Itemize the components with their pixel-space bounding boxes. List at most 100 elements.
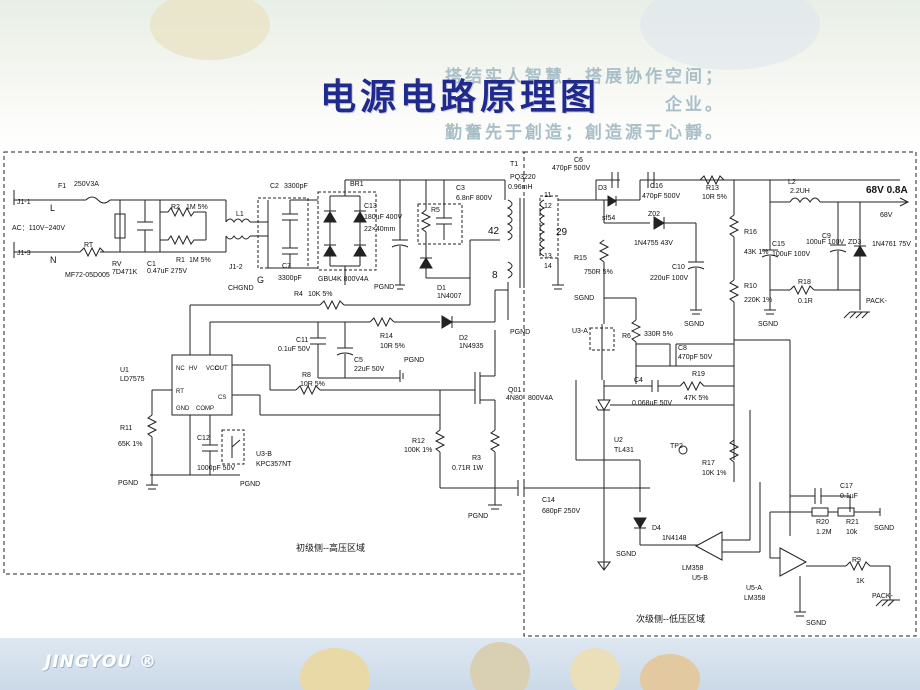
secondary-bias	[598, 200, 705, 324]
label: 6.8nF 800V	[456, 195, 493, 202]
slide-footer: JINGYOU ®	[0, 638, 920, 690]
label: PGND	[468, 513, 488, 520]
choke-l1	[225, 200, 268, 252]
mascot-decoration	[640, 654, 700, 690]
y-capacitors	[257, 197, 318, 269]
label: 100uF 100V	[772, 251, 810, 258]
label: 7D471K	[112, 269, 138, 276]
label: 4N80	[506, 395, 523, 402]
label: 10k	[846, 529, 858, 536]
label: 29	[556, 227, 568, 238]
label: R3	[472, 455, 481, 462]
label: N	[50, 255, 57, 265]
label: 0.068uF 50V	[632, 400, 672, 407]
output-filter	[761, 180, 910, 319]
label: R9	[852, 557, 861, 564]
label: TL431	[614, 447, 634, 454]
label: T1	[510, 161, 518, 168]
opamp-u5a	[734, 339, 900, 617]
label: 0.47uF 275V	[147, 268, 187, 275]
header-decoration	[150, 0, 270, 60]
label: 0.1uF	[840, 493, 858, 500]
label: PGND	[118, 480, 138, 487]
label: 14	[544, 263, 552, 270]
label: 250V3A	[74, 181, 99, 188]
label: 0.1uF 50V	[278, 346, 311, 353]
label: 43K 1%	[744, 249, 769, 256]
label: CS	[218, 395, 226, 401]
label: RV	[112, 261, 122, 268]
label: D2	[459, 335, 468, 342]
primary-region-border	[3, 151, 525, 575]
label: R21	[846, 519, 859, 526]
label: G	[257, 275, 264, 285]
brand-logo: JINGYOU ®	[45, 652, 158, 672]
fuse-f1	[85, 196, 111, 204]
label: MF72-05D005	[65, 272, 110, 279]
label: R14	[380, 333, 393, 340]
label: 1N4761 75V	[872, 241, 911, 248]
label: 180uF 400V	[364, 214, 402, 221]
label: R19	[692, 371, 705, 378]
label: 470pF 500V	[642, 193, 680, 200]
label: R8	[302, 372, 311, 379]
primary-region-label: 初级侧--高压区域	[296, 542, 365, 553]
capacitor-c14	[517, 480, 650, 496]
label: 1N4007	[437, 293, 462, 300]
label: PGND	[240, 481, 260, 488]
feedback-loop	[575, 297, 740, 571]
power-supply-schematic: J1-1 J1-3 L N AC：110V~240V F1 250V3A RT …	[3, 151, 917, 637]
label: 1N4148	[662, 535, 687, 542]
label: 800V4A	[528, 395, 553, 402]
secondary-region-label: 次级侧--低压区域	[636, 613, 705, 624]
label: D4	[652, 525, 661, 532]
resistor-r2	[160, 206, 206, 218]
label: BR1	[350, 181, 364, 188]
label: 68V 0.8A	[866, 185, 908, 196]
label: R6	[622, 333, 631, 340]
mascot-decoration	[300, 648, 370, 690]
slide-header: 搭结实人智慧，搭展协作空间； 企业。 勤奮先于創造；創造源于心靜。 电源电路原理…	[0, 0, 920, 148]
label: 470pF 500V	[552, 165, 590, 172]
label: L1	[236, 211, 244, 218]
label: LM358	[744, 595, 766, 602]
label: RT	[176, 389, 184, 395]
label: KPC357NT	[256, 461, 292, 468]
label: C17	[840, 483, 853, 490]
label: R15	[574, 255, 587, 262]
label: LM358	[682, 565, 704, 572]
label: 100K 1%	[404, 447, 432, 454]
label: ZD3	[848, 239, 861, 246]
slogan-line: 勤奮先于創造；創造源于心靜。	[445, 123, 725, 143]
label: 1N4935	[459, 343, 484, 350]
label: 10K 5%	[308, 291, 333, 298]
label: 330R 5%	[644, 331, 673, 338]
label: U5-A	[746, 585, 762, 592]
label: C15	[772, 241, 785, 248]
label: 42	[488, 226, 500, 237]
label: SGND	[574, 295, 594, 302]
label: RT	[84, 242, 94, 249]
component-labels: J1-1 J1-3 L N AC：110V~240V F1 250V3A RT …	[12, 157, 911, 627]
label: 22×40mm	[364, 226, 395, 233]
label: SGND	[874, 525, 894, 532]
label: 100uF 100V	[806, 239, 844, 246]
slogan-line: 搭结实人智慧，搭展协作空间；	[445, 67, 725, 87]
slide-title: 电源电路原理图	[319, 77, 600, 118]
label: 47K 5%	[684, 395, 709, 402]
label: R11	[120, 425, 132, 432]
label: SGND	[684, 321, 704, 328]
transformer-t1	[504, 180, 559, 320]
label: CHGND	[228, 285, 254, 292]
label: OUT	[215, 366, 228, 372]
ac-input	[13, 190, 226, 258]
label: U3-A	[572, 328, 588, 335]
label: C4	[634, 377, 643, 384]
slogan-line: 企业。	[665, 95, 725, 115]
label: NC	[176, 366, 185, 372]
label: 1.2M	[816, 529, 832, 536]
label: 680pF 250V	[542, 508, 580, 515]
label: 10R 5%	[300, 381, 325, 388]
label: R4	[294, 291, 303, 298]
label: 1M 5%	[189, 257, 211, 264]
